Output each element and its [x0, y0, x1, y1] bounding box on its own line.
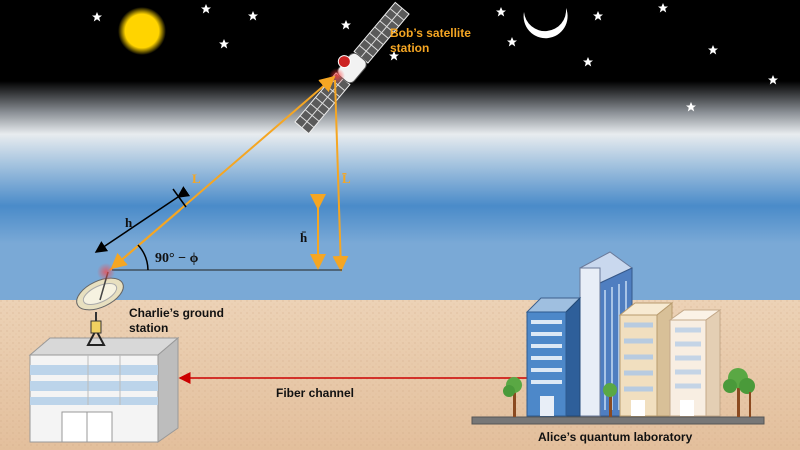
building-icon — [618, 301, 674, 417]
star-icon — [768, 75, 778, 85]
star-icon — [658, 3, 668, 13]
alice-lab — [471, 251, 765, 425]
star-icon — [341, 20, 351, 30]
elevation-angle-arc — [137, 244, 149, 271]
building-icon — [525, 296, 582, 417]
label-bob-line2: station — [390, 41, 429, 55]
star-icon — [389, 51, 399, 61]
tree-icon — [603, 383, 617, 417]
moon-icon — [523, 8, 568, 39]
star-icon — [92, 12, 102, 22]
label-alice-lab: Alice’s quantum laboratory — [538, 430, 693, 444]
label-charlie-station: Charlie’s ground station — [129, 306, 227, 335]
label-bob-station: Bob’s satellite station — [390, 26, 474, 55]
h-tick — [172, 188, 187, 208]
label-charlie-line1: Charlie’s ground — [129, 306, 224, 320]
tree-icon — [723, 368, 755, 417]
label-fiber-channel: Fiber channel — [276, 386, 354, 400]
dish-icon — [76, 263, 124, 346]
sun-icon — [118, 7, 166, 55]
star-icon — [201, 4, 211, 14]
star-icon — [507, 37, 517, 47]
lab-base — [471, 416, 765, 425]
label-bob-line1: Bob’s satellite — [390, 26, 471, 40]
star-icon — [583, 57, 593, 67]
label-L-bar: L̄ — [342, 171, 351, 186]
tree-icon — [503, 377, 522, 417]
charlie-building — [28, 336, 180, 443]
label-angle: 90° − ϕ — [155, 251, 199, 266]
star-icon — [686, 102, 696, 112]
star-icon — [248, 11, 258, 21]
dish-glow — [97, 263, 115, 281]
satellite-glow — [329, 68, 345, 84]
star-icon — [708, 45, 718, 55]
star-icon — [219, 39, 229, 49]
star-icon — [496, 7, 506, 17]
label-h-bar: h̄ — [300, 230, 308, 245]
satellite-aperture — [337, 55, 351, 69]
vertical-height-line — [332, 79, 349, 272]
label-h: h — [125, 215, 133, 230]
building-icon — [668, 309, 722, 417]
star-icon — [593, 11, 603, 21]
h-arrow — [94, 186, 191, 253]
label-charlie-line2: station — [129, 321, 168, 335]
label-L-slant: L — [192, 171, 201, 186]
stars — [92, 3, 778, 112]
